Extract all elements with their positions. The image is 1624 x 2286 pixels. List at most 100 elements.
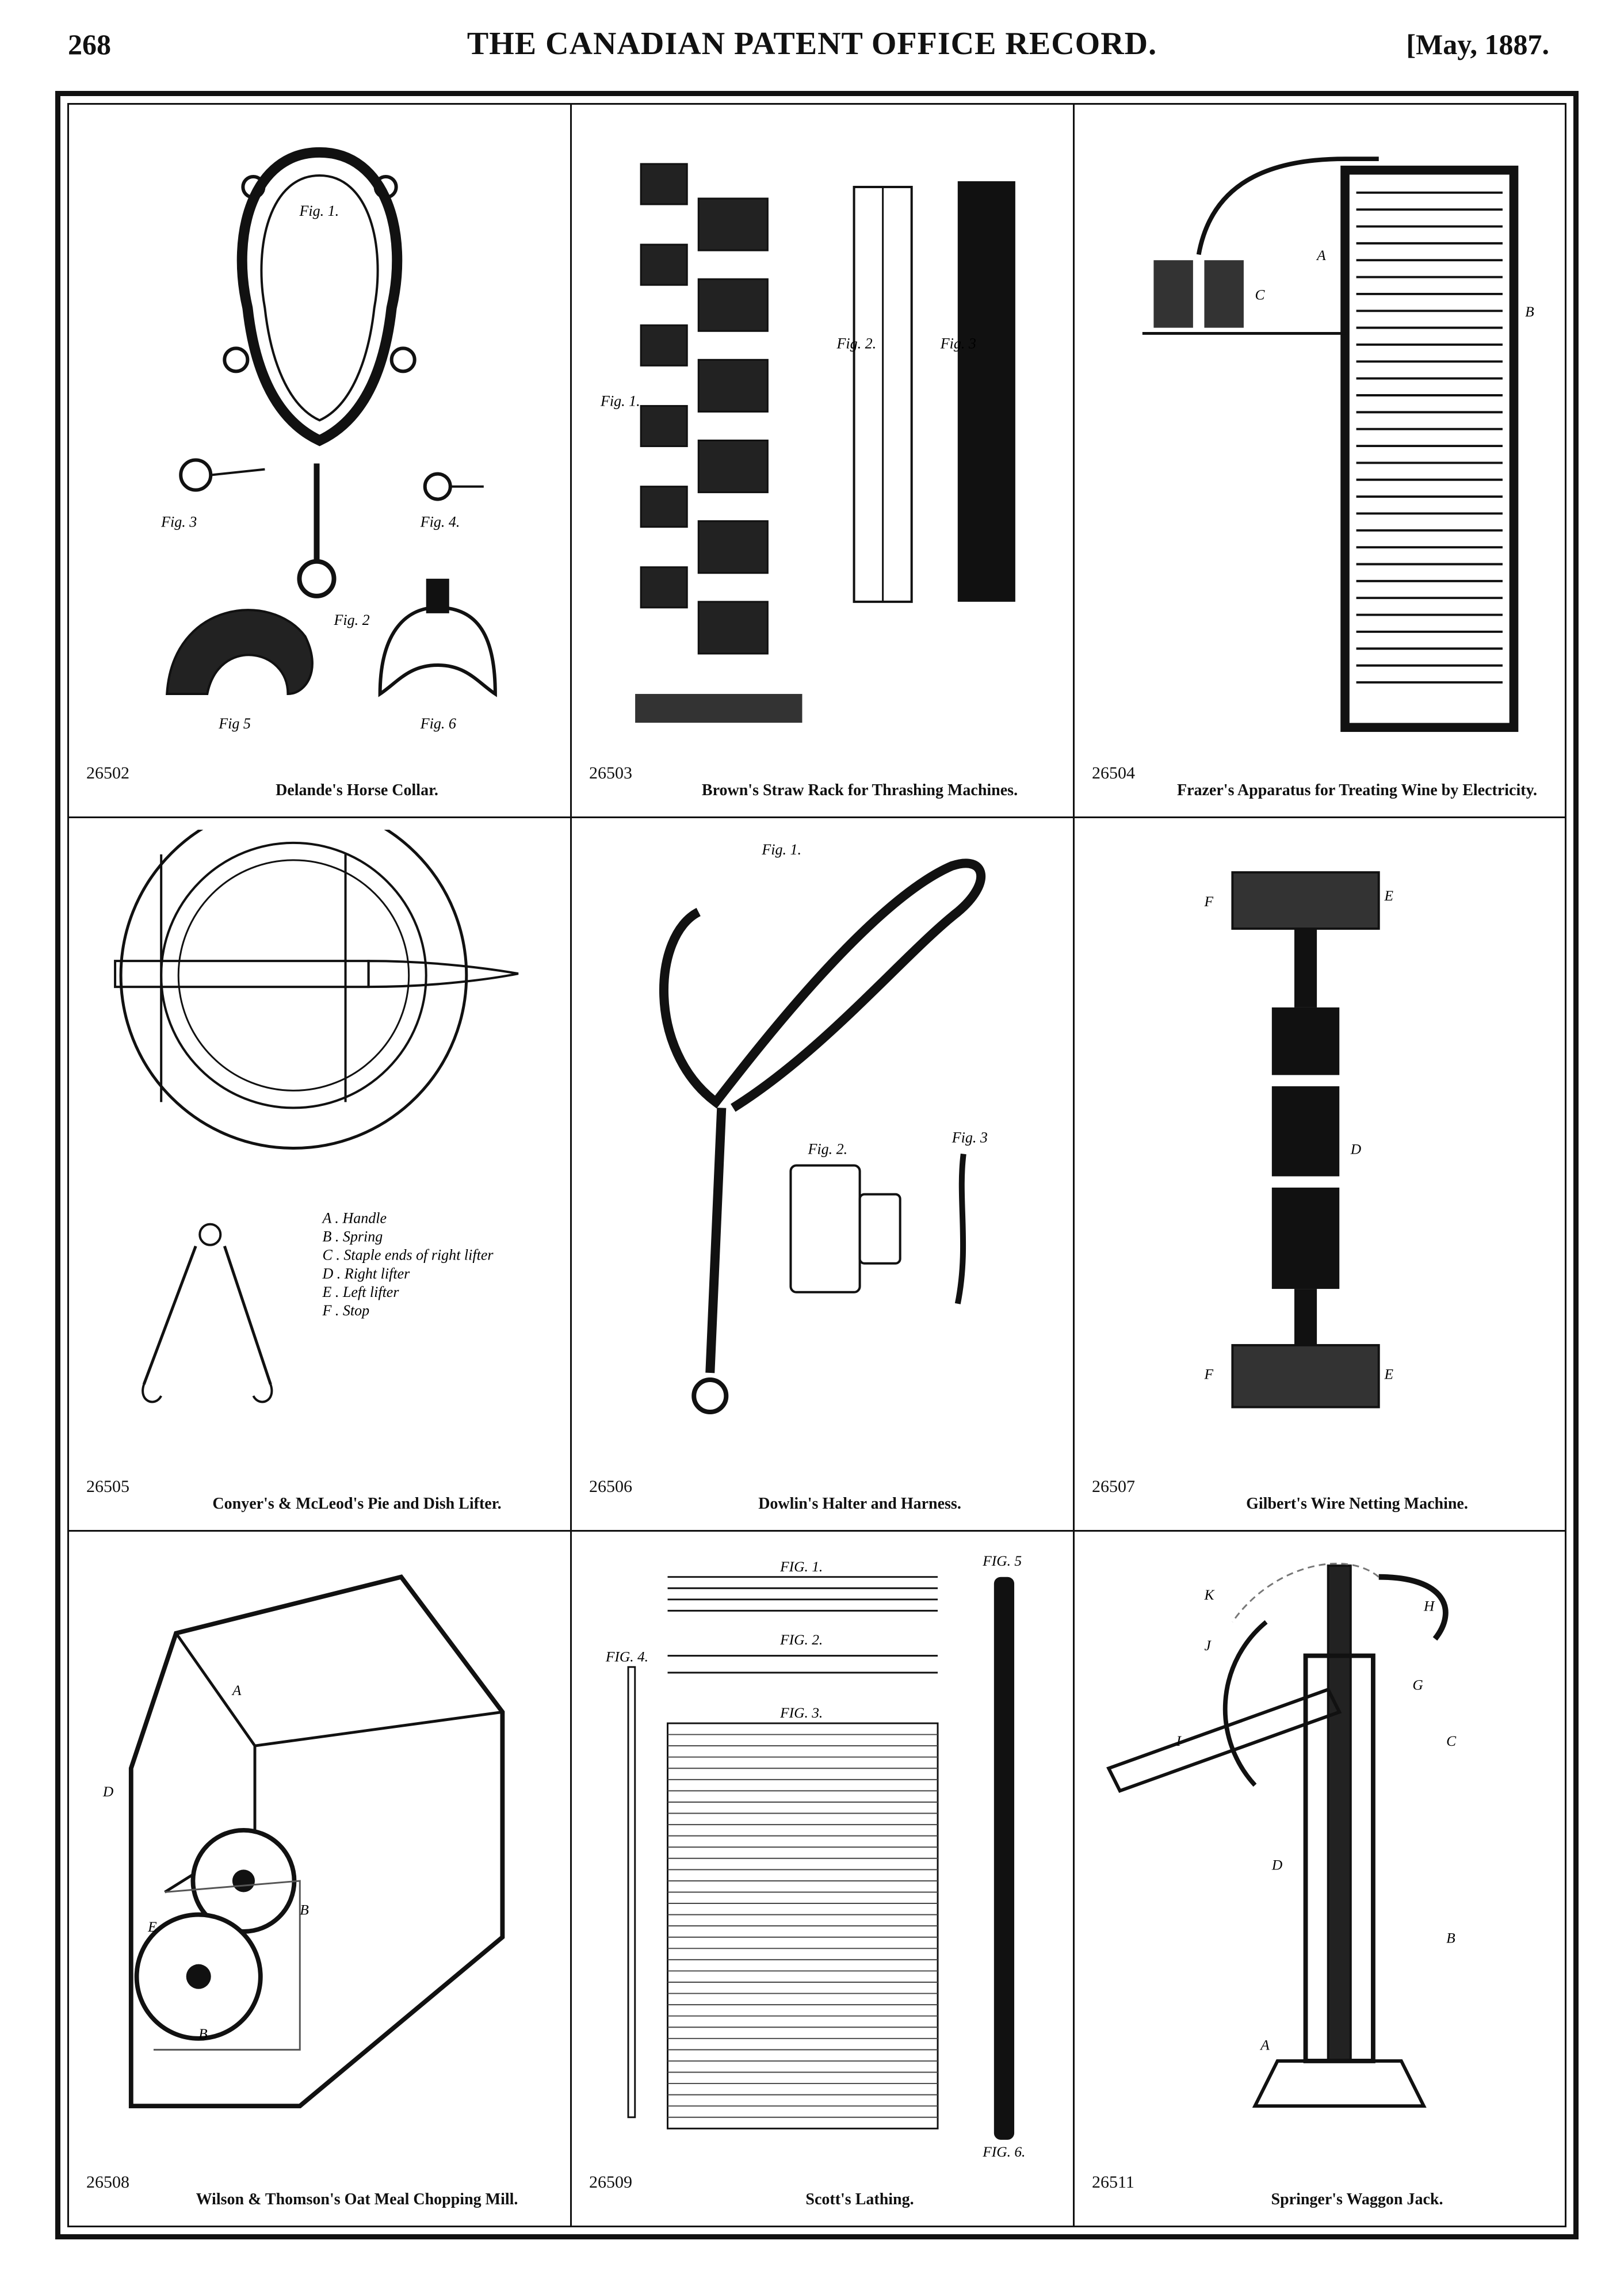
fig-label: A: [231, 1682, 242, 1699]
lathing-drawing: FIG. 1. FIG. 2. FIG. 3. FIG. 4. FIG. 5 F…: [583, 1543, 1061, 2162]
fig-label: Fig. 2.: [807, 1141, 847, 1158]
wine-apparatus-drawing: A B C: [1086, 116, 1553, 753]
fig-label: E: [1384, 887, 1394, 904]
waggon-jack-illustration: K J H G I C D B A: [1106, 1562, 1457, 2108]
fig-label: B: [1446, 1930, 1455, 1947]
patent-number: 26508: [86, 2173, 129, 2192]
patent-number: 26504: [1092, 764, 1135, 783]
fig-label: D: [1350, 1140, 1361, 1157]
wire-netting-illustration: E F D E F: [1203, 871, 1394, 1409]
patent-caption: 26506 Dowlin's Halter and Harness.: [589, 1468, 1061, 1520]
fig-label: D: [102, 1783, 113, 1800]
fig-label: FIG. 1.: [779, 1558, 823, 1575]
halter-illustration: Fig. 1. Fig. 2. Fig. 3: [659, 841, 988, 1415]
fig-label: A: [1316, 247, 1326, 264]
fig-label: A: [1259, 2036, 1270, 2053]
fig-label: FIG. 2.: [779, 1631, 823, 1648]
fig-label: Fig. 1.: [600, 392, 640, 409]
fig-label: Fig 5: [218, 715, 251, 732]
patent-caption: 26509 Scott's Lathing.: [589, 2163, 1061, 2215]
fig-label: Fig. 2.: [836, 335, 877, 352]
patent-number: 26502: [86, 764, 129, 783]
fig-label: C: [1255, 287, 1265, 303]
fig-label: Fig. 1.: [761, 841, 801, 858]
patent-number: 26506: [589, 1477, 632, 1496]
horse-collar-illustration: Fig. 1. Fig. 2 Fig. 3 Fig. 4. Fig 5 Fig.…: [161, 147, 497, 732]
pie-lifter-illustration: A . Handle B . Spring C . Staple ends of…: [114, 818, 519, 1403]
patent-title: Springer's Waggon Jack.: [1271, 2190, 1443, 2208]
journal-title: THE CANADIAN PATENT OFFICE RECORD.: [467, 26, 1157, 62]
fig-label: D: [1271, 1856, 1282, 1873]
patent-caption: 26505 Conyer's & McLeod's Pie and Dish L…: [86, 1468, 559, 1520]
fig-label: B: [300, 1902, 309, 1918]
plate-frame: Fig. 1. Fig. 2 Fig. 3 Fig. 4. Fig 5 Fig.…: [55, 91, 1579, 2239]
patent-title: Wilson & Thomson's Oat Meal Chopping Mil…: [196, 2190, 518, 2208]
fig-label: I: [1176, 1732, 1182, 1749]
legend-item: D . Right lifter: [322, 1265, 411, 1282]
patent-title: Conyer's & McLeod's Pie and Dish Lifter.: [212, 1495, 502, 1513]
pie-lifter-drawing: A . Handle B . Spring C . Staple ends of…: [81, 818, 559, 1467]
fig-label: H: [1423, 1597, 1435, 1614]
straw-rack-illustration: Fig. 1. Fig. 2. Fig. 3: [600, 163, 1015, 723]
patent-title: Scott's Lathing.: [805, 2190, 914, 2208]
patent-number: 26511: [1092, 2173, 1134, 2192]
patent-cell-wine-apparatus: A B C 26504 Frazer's Apparatus for Treat…: [1075, 105, 1565, 818]
patent-number: 26503: [589, 764, 632, 783]
fig-label: J: [1204, 1637, 1212, 1654]
fig-label: B: [1525, 303, 1534, 320]
patent-number: 26509: [589, 2173, 632, 2192]
patent-number: 26507: [1092, 1477, 1135, 1496]
legend-item: C . Staple ends of right lifter: [323, 1247, 494, 1264]
patent-caption: 26507 Gilbert's Wire Netting Machine.: [1092, 1468, 1553, 1520]
oat-mill-drawing: A D E B B: [81, 1543, 559, 2162]
issue-date: [May, 1887.: [1406, 28, 1549, 60]
wire-netting-drawing: E F D E F: [1086, 830, 1553, 1467]
patent-caption: 26511 Springer's Waggon Jack.: [1092, 2163, 1553, 2215]
fig-label: FIG. 3.: [779, 1704, 823, 1721]
patent-cell-oat-mill: A D E B B 26508 Wilson & Thomson's Oat M…: [69, 1532, 572, 2226]
fig-label: FIG. 5: [982, 1552, 1022, 1569]
fig-label: G: [1412, 1676, 1423, 1693]
patent-cell-wire-netting: E F D E F 26507 Gilbert's Wire Netting M…: [1075, 818, 1565, 1532]
legend-item: E . Left lifter: [322, 1284, 400, 1300]
halter-drawing: Fig. 1. Fig. 2. Fig. 3: [583, 830, 1061, 1467]
waggon-jack-drawing: K J H G I C D B A: [1086, 1543, 1553, 2162]
patent-cell-horse-collar: Fig. 1. Fig. 2 Fig. 3 Fig. 4. Fig 5 Fig.…: [69, 105, 572, 818]
patent-title: Frazer's Apparatus for Treating Wine by …: [1176, 781, 1538, 799]
patent-cell-halter: Fig. 1. Fig. 2. Fig. 3 26506 Dowlin's Ha…: [572, 818, 1075, 1532]
legend-item: F . Stop: [322, 1302, 370, 1319]
page-number: 268: [68, 28, 111, 60]
straw-rack-drawing: Fig. 1. Fig. 2. Fig. 3: [583, 116, 1061, 753]
fig-label: Fig. 3: [940, 335, 976, 352]
patent-caption: 26508 Wilson & Thomson's Oat Meal Choppi…: [86, 2163, 559, 2215]
fig-label: Fig. 1.: [299, 203, 339, 219]
patent-caption: 26502 Delande's Horse Collar.: [86, 754, 559, 806]
fig-label: Fig. 3: [161, 514, 197, 531]
patent-title: Dowlin's Halter and Harness.: [758, 1495, 961, 1513]
fig-label: K: [1203, 1586, 1215, 1603]
fig-label: E: [147, 1918, 157, 1935]
fig-label: FIG. 6.: [982, 2143, 1025, 2160]
patent-cell-lathing: FIG. 1. FIG. 2. FIG. 3. FIG. 4. FIG. 5 F…: [572, 1532, 1075, 2226]
patent-title: Brown's Straw Rack for Thrashing Machine…: [701, 781, 1018, 799]
fig-label: F: [1203, 1366, 1213, 1383]
fig-label: E: [1384, 1366, 1394, 1383]
fig-label: Fig. 3: [952, 1129, 988, 1146]
oat-mill-illustration: A D E B B: [102, 1574, 505, 2109]
legend-item: A . Handle: [322, 1210, 387, 1227]
patent-grid: Fig. 1. Fig. 2 Fig. 3 Fig. 4. Fig 5 Fig.…: [67, 103, 1566, 2227]
fig-label: Fig. 4.: [420, 514, 460, 531]
legend-item: B . Spring: [323, 1228, 383, 1245]
patent-title: Gilbert's Wire Netting Machine.: [1246, 1495, 1468, 1513]
patent-number: 26505: [86, 1477, 129, 1496]
patent-caption: 26504 Frazer's Apparatus for Treating Wi…: [1092, 754, 1553, 806]
lathing-illustration: FIG. 1. FIG. 2. FIG. 3. FIG. 4. FIG. 5 F…: [605, 1552, 1026, 2160]
patent-title: Delande's Horse Collar.: [276, 781, 438, 799]
fig-label: FIG. 4.: [605, 1648, 648, 1665]
fig-label: C: [1446, 1732, 1457, 1749]
fig-label: F: [1203, 893, 1213, 910]
patent-cell-waggon-jack: K J H G I C D B A 26511 Springer's Waggo…: [1075, 1532, 1565, 2226]
fig-label: B: [198, 2025, 208, 2042]
patent-cell-straw-rack: Fig. 1. Fig. 2. Fig. 3 26503 Brown's Str…: [572, 105, 1075, 818]
patent-caption: 26503 Brown's Straw Rack for Thrashing M…: [589, 754, 1061, 806]
